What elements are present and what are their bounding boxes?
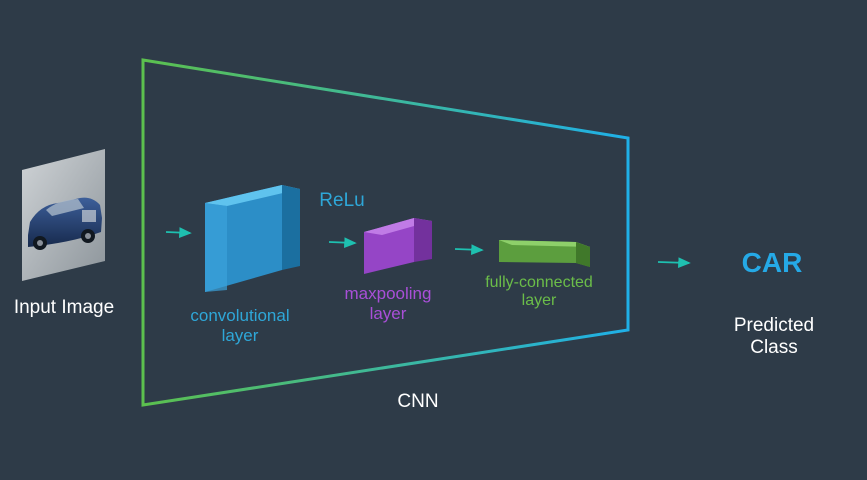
arrow-icon: [328, 237, 357, 248]
fc-layer-label: fully-connected layer: [485, 274, 593, 310]
fc-layer-box: [499, 240, 590, 267]
predicted-class-value: CAR: [741, 247, 803, 278]
conv-layer-label: convolutional layer: [190, 306, 290, 345]
arrow-icon: [657, 257, 691, 269]
car-icon: [28, 197, 102, 250]
maxpool-layer-label: maxpooling layer: [344, 284, 432, 323]
conv-layer-box: [205, 185, 300, 292]
cnn-frame: [141, 58, 630, 407]
input-image-label: Input Image: [13, 297, 115, 318]
arrow-icon: [165, 227, 192, 238]
maxpool-layer-box: [364, 218, 432, 274]
cnn-label: CNN: [397, 391, 439, 412]
arrow-icon: [454, 244, 484, 255]
input-image: [22, 149, 105, 281]
predicted-class-label: Predicted Class: [733, 315, 815, 358]
relu-label: ReLu: [319, 190, 365, 211]
